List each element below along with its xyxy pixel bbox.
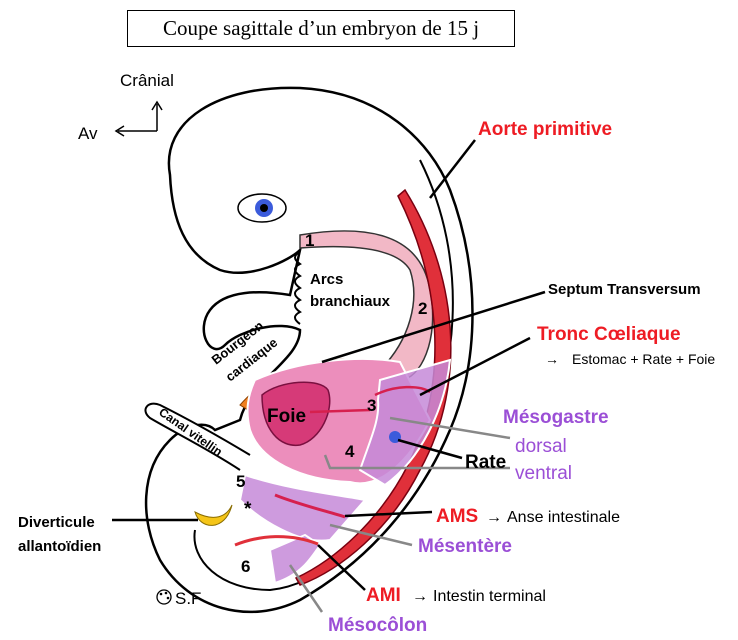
- label-ami: AMI: [366, 585, 401, 606]
- label-mesentere: Mésentère: [418, 536, 512, 557]
- label-mesogastre: Mésogastre: [503, 407, 609, 428]
- label-mesocolon: Mésocôlon: [328, 615, 427, 636]
- mesentere-region: [238, 473, 367, 542]
- label-ams: AMS: [436, 506, 478, 527]
- label-tronc: Tronc Cœliaque: [537, 324, 681, 345]
- number-1: 1: [305, 231, 314, 250]
- label-ami-note: Intestin terminal: [433, 588, 546, 605]
- number-3: 3: [367, 396, 376, 415]
- diagram-title: Coupe sagittale d’un embryon de 15 j: [127, 10, 515, 47]
- anterior-label: Av: [78, 124, 98, 143]
- number-2: 2: [418, 299, 427, 318]
- label-ams-arrow: →: [486, 509, 502, 526]
- ami-vessel: [234, 535, 319, 547]
- arcs-branchiaux: [294, 251, 302, 325]
- palette-icon: [156, 589, 172, 605]
- label-tronc-arrow: →: [545, 351, 559, 367]
- label-diverticule-1: Diverticule: [18, 514, 95, 531]
- label-dorsal: dorsal: [515, 436, 567, 457]
- ams-vessel: [274, 493, 346, 519]
- label-arcs-1: Arcs: [310, 271, 343, 288]
- mesocolon-region: [268, 533, 322, 585]
- label-foie: Foie: [267, 406, 306, 427]
- label-ami-arrow: →: [412, 588, 428, 605]
- diverticule-allantoidien: [194, 504, 233, 526]
- asterisk-mark: *: [244, 499, 252, 520]
- leader-lines: [112, 139, 546, 613]
- label-ventral: ventral: [515, 463, 572, 484]
- label-rate: Rate: [465, 452, 506, 473]
- label-arcs-2: branchiaux: [310, 293, 391, 310]
- label-aorte: Aorte primitive: [478, 119, 612, 140]
- eye-icon: [237, 193, 287, 223]
- label-ams-note: Anse intestinale: [507, 509, 620, 526]
- canal-vitellin: [144, 402, 251, 471]
- signature: S.F: [175, 589, 201, 608]
- orientation-arrows: [114, 100, 163, 137]
- label-septum: Septum Transversum: [548, 281, 701, 298]
- foie: [261, 381, 331, 446]
- cranial-label: Crânial: [120, 71, 174, 90]
- label-tronc-note: Estomac + Rate + Foie: [572, 351, 715, 367]
- label-diverticule-2: allantoïdien: [18, 538, 101, 555]
- number-6: 6: [241, 557, 250, 576]
- number-5: 5: [236, 472, 245, 491]
- number-4: 4: [345, 442, 355, 461]
